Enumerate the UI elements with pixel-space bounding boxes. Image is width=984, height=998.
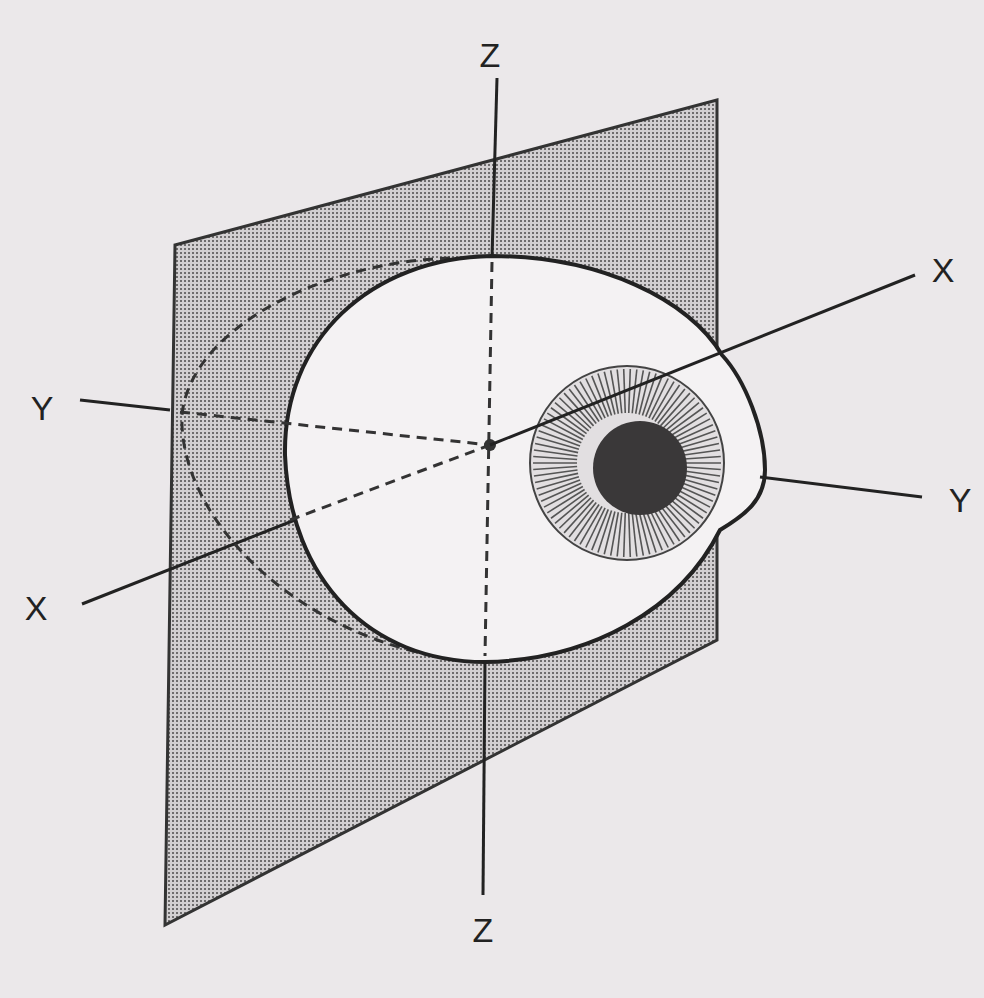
- iris-ray: [533, 456, 577, 459]
- iris-ray: [604, 372, 615, 415]
- axis-label: X: [25, 591, 48, 625]
- x-axis-inner: [290, 445, 490, 520]
- iris-ray: [551, 492, 587, 518]
- iris-ray: [649, 379, 668, 419]
- iris-ray: [611, 512, 619, 555]
- iris-ray: [639, 512, 650, 555]
- y-axis: [80, 400, 170, 410]
- iris-ray: [629, 513, 631, 557]
- iris-ray: [667, 408, 703, 434]
- iris-ray: [586, 508, 605, 548]
- iris: [530, 366, 724, 560]
- x-axis: [490, 275, 915, 445]
- z-axis: [483, 660, 485, 895]
- iris-ray: [533, 462, 577, 464]
- iris-ray: [537, 477, 579, 489]
- iris-ray: [533, 466, 577, 469]
- iris-ray: [632, 513, 637, 557]
- iris-ray: [535, 443, 578, 452]
- axis-label: Z: [480, 38, 501, 72]
- axis-label: X: [932, 253, 955, 287]
- iris-ray: [629, 369, 631, 413]
- z-axis-inner: [485, 262, 492, 656]
- axis-label: Y: [31, 391, 54, 425]
- y-axis-inner: [180, 412, 490, 445]
- z-axis: [492, 78, 497, 258]
- y-axis: [760, 477, 922, 497]
- iris-ray: [624, 513, 626, 557]
- iris-ray: [547, 489, 584, 512]
- iris-ray: [669, 413, 706, 436]
- eyeball: [285, 256, 765, 662]
- iris-ray: [534, 470, 578, 476]
- iris-ray: [569, 389, 596, 424]
- iris-ray: [636, 370, 644, 413]
- x-axis: [82, 518, 300, 604]
- axis-label: Z: [473, 913, 494, 947]
- axis-label: Y: [949, 483, 972, 517]
